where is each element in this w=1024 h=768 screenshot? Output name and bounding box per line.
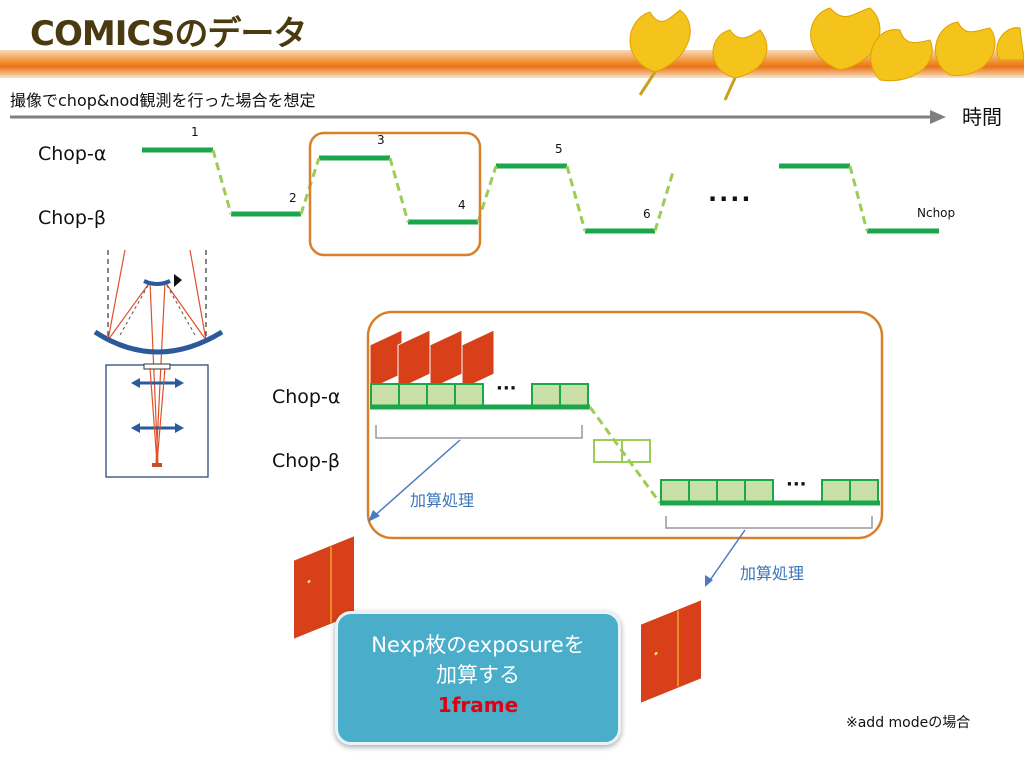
- step-number-1: 1: [191, 125, 199, 139]
- chop-beta-frames: [660, 479, 879, 503]
- time-arrow-head: [930, 110, 946, 124]
- step-number-nchop: Nchop: [917, 206, 956, 220]
- chop-alpha-label: Chop-α: [38, 143, 107, 165]
- transition-frames: [593, 439, 651, 463]
- time-axis-label: 時間: [962, 105, 1002, 129]
- alpha-bracket: [375, 425, 583, 439]
- callout-line-1: Nexp枚のexposureを: [371, 633, 585, 657]
- sum-arrow-left: [371, 439, 461, 519]
- callout-line-2: 加算する: [436, 663, 520, 687]
- step-number-5: 5: [555, 142, 563, 156]
- zoom-chop-alpha-label: Chop-α: [272, 386, 341, 408]
- step-number-3: 3: [377, 133, 385, 147]
- ginkgo-leaves-decoration: [629, 7, 1024, 101]
- callout-box: Nexp枚のexposureを 加算する 1frame: [335, 611, 621, 745]
- sum-label-left: 加算処理: [410, 491, 475, 510]
- zoom-transition: [588, 406, 662, 504]
- exposure-image-stack: [369, 329, 495, 390]
- zoom-chop-beta-label: Chop-β: [272, 450, 340, 472]
- sum-label-right: 加算処理: [740, 564, 805, 583]
- summed-image-left: [292, 533, 356, 642]
- summed-image-right: [639, 597, 703, 706]
- chop-timeline: [142, 147, 939, 234]
- detail-box: [366, 310, 884, 540]
- step-number-2: 2: [289, 191, 297, 205]
- footnote: ※add modeの場合: [846, 715, 971, 731]
- beta-frames-ellipsis: ···: [786, 474, 807, 495]
- step-number-6: 6: [643, 207, 651, 221]
- page-title: COMICSのデータ: [30, 14, 307, 54]
- alpha-frames-ellipsis: ···: [496, 378, 517, 399]
- callout-frame-label: 1frame: [437, 693, 519, 717]
- chop-beta-label: Chop-β: [38, 207, 106, 229]
- subtitle: 撮像でchop&nod観測を行った場合を想定: [10, 91, 316, 110]
- sum-arrow-right: [707, 529, 746, 584]
- chop-alpha-frames: [370, 383, 589, 407]
- chop-direction-icon: [174, 274, 182, 287]
- step-number-4: 4: [458, 198, 466, 212]
- beta-bracket: [665, 516, 873, 529]
- telescope-schematic: [93, 249, 224, 478]
- timeline-ellipsis: ····: [708, 185, 753, 213]
- highlight-box-chop-3-4: [308, 131, 482, 257]
